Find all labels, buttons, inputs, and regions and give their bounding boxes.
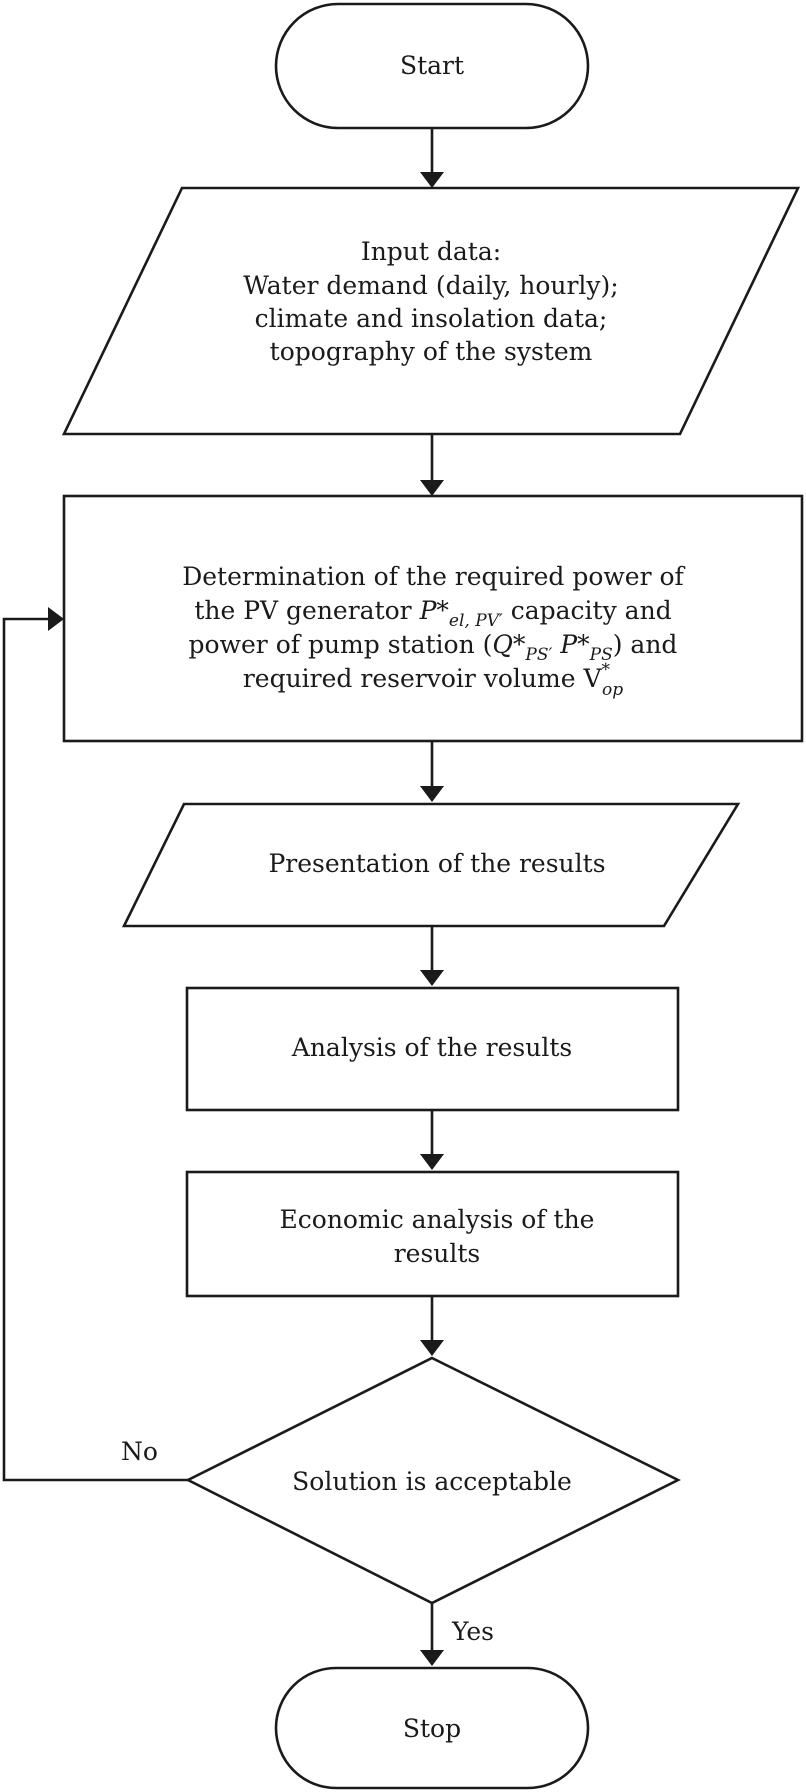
presentation-parallelogram: Presentation of the results [121,802,741,928]
arrowhead [420,970,444,986]
arrowhead [420,1340,444,1356]
input-line-2: Water demand (daily, hourly); [243,271,618,300]
input-line-3: climate and insolation data; [255,304,608,333]
arrowhead [420,1154,444,1170]
arrowhead [420,786,444,802]
arrowhead [48,607,64,631]
analysis-label: Analysis of the results [291,1033,572,1062]
economic-line-1: Economic analysis of the [280,1205,595,1234]
start-terminator: Start [274,2,590,130]
input-data-parallelogram: Input data: Water demand (daily, hourly)… [61,186,801,436]
economic-line-2: results [394,1239,481,1268]
decision-diamond: Solution is acceptable [185,1356,681,1605]
start-label: Start [400,51,464,80]
presentation-label: Presentation of the results [268,849,605,878]
edge-no-loop-back [2,617,188,1482]
input-line-1: Input data: [361,237,501,266]
determination-process: Determination of the required power of t… [62,494,804,743]
no-edge-label: No [121,1437,158,1466]
stop-label: Stop [403,1714,461,1743]
analysis-process: Analysis of the results [185,986,680,1112]
determination-line-4: required reservoir volume V*op [243,660,623,700]
determination-line-3: power of pump station (Q*PS′ P*PS) and [189,630,678,665]
arrowhead [420,480,444,496]
stop-terminator: Stop [274,1666,590,1790]
determination-line-1: Determination of the required power of [182,562,685,591]
input-line-4: topography of the system [270,337,593,366]
decision-label: Solution is acceptable [292,1467,572,1496]
economic-analysis-process: Economic analysis of the results [185,1170,680,1298]
determination-line-2: the PV generator P*el, PV′ capacity and [194,596,671,631]
arrowhead [420,172,444,188]
arrowhead [420,1650,444,1666]
yes-edge-label: Yes [451,1617,494,1646]
